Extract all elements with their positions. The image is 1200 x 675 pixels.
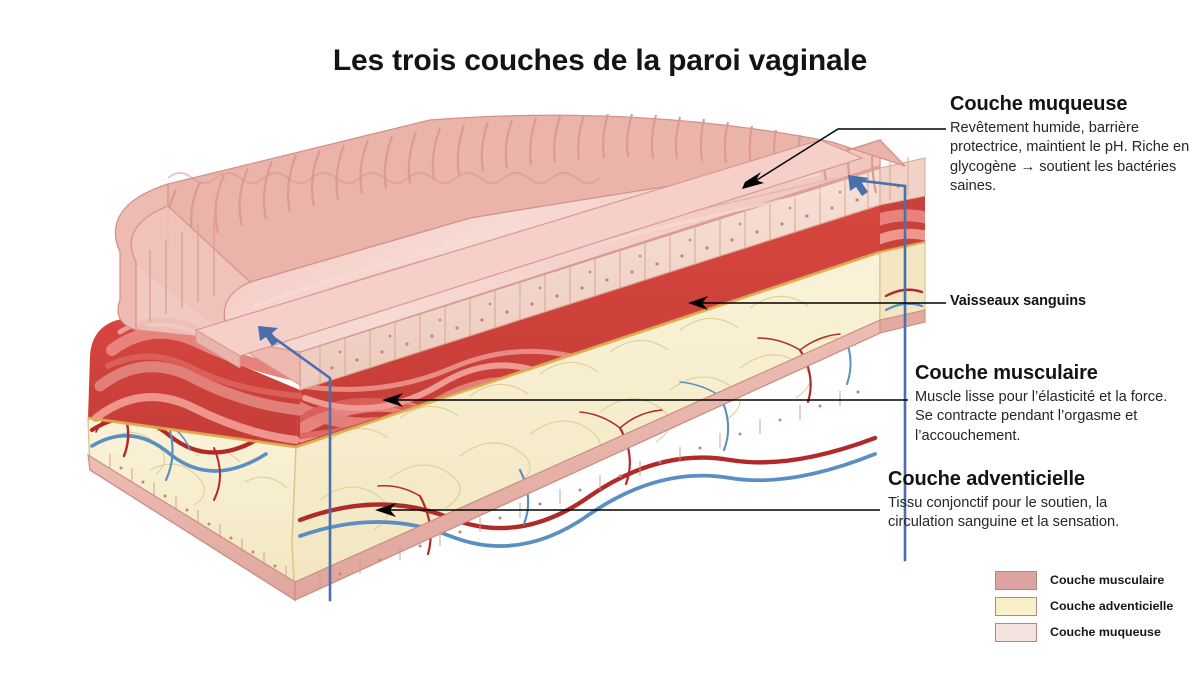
layer-mucosa xyxy=(114,113,906,387)
annotation-mucosa-heading: Couche muqueuse xyxy=(950,93,1128,115)
leader-arrowhead-adventitia xyxy=(375,503,396,517)
leader-mucosa xyxy=(751,128,946,184)
annotation-adventitia-body: Tissu conjonctif pour le soutien, la cir… xyxy=(888,495,1120,531)
annotation-adventitia-heading: Couche adventicielle xyxy=(888,468,1085,490)
leader-arrowhead-mucosa-left xyxy=(258,326,278,346)
leader-arrowhead-muscular xyxy=(382,393,403,407)
legend-swatch xyxy=(995,596,1037,616)
annotation-mucosa: Couche muqueuse Revêtement humide, barri… xyxy=(950,93,1196,197)
legend-label: Couche adventicielle xyxy=(1050,599,1174,613)
annotation-vessels: Vaisseaux sanguins xyxy=(950,293,1190,313)
layer-basal-band xyxy=(87,309,926,602)
annotation-muscular-heading: Couche musculaire xyxy=(915,362,1098,384)
legend-label: Couche muqueuse xyxy=(1050,625,1161,639)
leader-arrowhead-mucosa xyxy=(742,172,764,189)
leader-arrowhead-mucosa-right xyxy=(848,175,869,196)
page-title: Les trois couches de la paroi vaginale xyxy=(332,44,868,77)
annotation-muscular-body: Muscle lisse pour l’élasticité et la for… xyxy=(915,389,1168,444)
legend-item: Couche adventicielle xyxy=(995,594,1173,618)
legend-item: Couche musculaire xyxy=(995,568,1173,592)
legend-swatch xyxy=(995,570,1037,590)
leader-mucosa-blue xyxy=(264,178,907,602)
legend: Couche musculaire Couche adventicielle C… xyxy=(995,568,1173,646)
legend-item: Couche muqueuse xyxy=(995,620,1173,644)
annotation-muscular: Couche musculaire Muscle lisse pour l’él… xyxy=(915,362,1180,446)
layer-epithelium xyxy=(299,157,926,391)
leader-arrowhead-vessels xyxy=(688,296,708,310)
legend-label: Couche musculaire xyxy=(1050,573,1165,587)
annotation-vessels-heading: Vaisseaux sanguins xyxy=(950,293,1087,309)
annotation-mucosa-body: Revêtement humide, barrière protectrice,… xyxy=(950,120,1190,195)
legend-swatch xyxy=(995,622,1037,642)
annotation-adventitia: Couche adventicielle Tissu conjonctif po… xyxy=(888,468,1148,533)
